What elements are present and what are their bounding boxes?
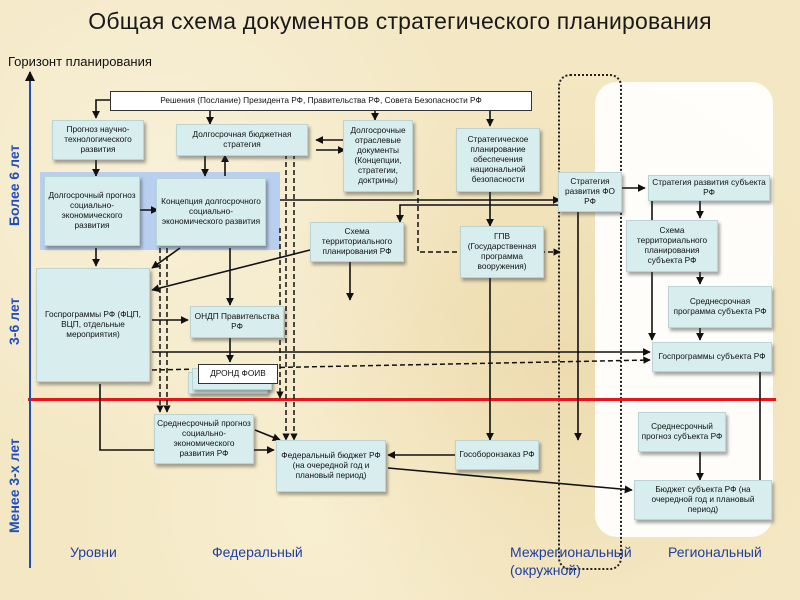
box-budget-strategy: Долгосрочная бюджетная стратегия <box>176 124 308 156</box>
level-regional-label: Региональный <box>668 544 762 560</box>
box-territorial-scheme: Схема территориального планирования РФ <box>310 222 404 262</box>
level-okrug-label: (окружной) <box>510 562 581 578</box>
level-interregional-label: Межрегиональный <box>510 544 632 560</box>
box-natsec-planning: Стратегическое планирование обеспечения … <box>456 128 540 192</box>
page-title: Общая схема документов стратегического п… <box>88 8 712 34</box>
box-drond: ДРОНД ФОИВ <box>198 364 278 384</box>
box-subject-territorial-scheme: Схема территориального планирования субъ… <box>626 220 718 272</box>
box-mid-term-forecast: Среднесрочный прогноз социально-экономич… <box>154 414 254 464</box>
box-sci-tech-forecast: Прогноз научно-технологического развития <box>52 120 144 160</box>
box-subject-state-programs: Госпрограммы субъекта РФ <box>652 342 772 372</box>
box-fd-strategy: Стратегия развития ФО РФ <box>558 172 622 212</box>
box-long-term-concept: Концепция долгосрочного социально-эконом… <box>156 178 266 246</box>
level-federal-label: Федеральный <box>212 544 303 560</box>
levels-label: Уровни <box>70 544 117 560</box>
box-federal-budget: Федеральный бюджет РФ (на очередной год … <box>276 440 386 492</box>
box-ondp: ОНДП Правительства РФ <box>190 306 284 338</box>
box-presidential-decisions: Решения (Послание) Президента РФ, Правит… <box>110 91 532 111</box>
short-term-divider <box>28 398 776 401</box>
box-gpv: ГПВ (Государственная программа вооружени… <box>460 226 544 278</box>
box-long-term-forecast: Долгосрочный прогноз социально-экономиче… <box>44 176 140 246</box>
box-subject-mid-program: Среднесрочная программа субъекта РФ <box>668 286 772 328</box>
box-sector-documents: Долгосрочные отраслевые документы (Конце… <box>343 120 413 192</box>
box-subject-mid-forecast: Среднесрочный прогноз субъекта РФ <box>638 412 726 452</box>
box-subject-budget: Бюджет субъекта РФ (на очередной год и п… <box>634 480 772 520</box>
interregional-level-frame <box>558 74 622 570</box>
horizon-label: Горизонт планирования <box>8 54 152 69</box>
box-subject-strategy: Стратегия развития субъекта РФ <box>648 175 770 201</box>
box-defense-order: Гособоронзаказ РФ <box>455 440 539 470</box>
box-state-programs: Госпрограммы РФ (ФЦП, ВЦП, отдельные мер… <box>36 268 150 382</box>
